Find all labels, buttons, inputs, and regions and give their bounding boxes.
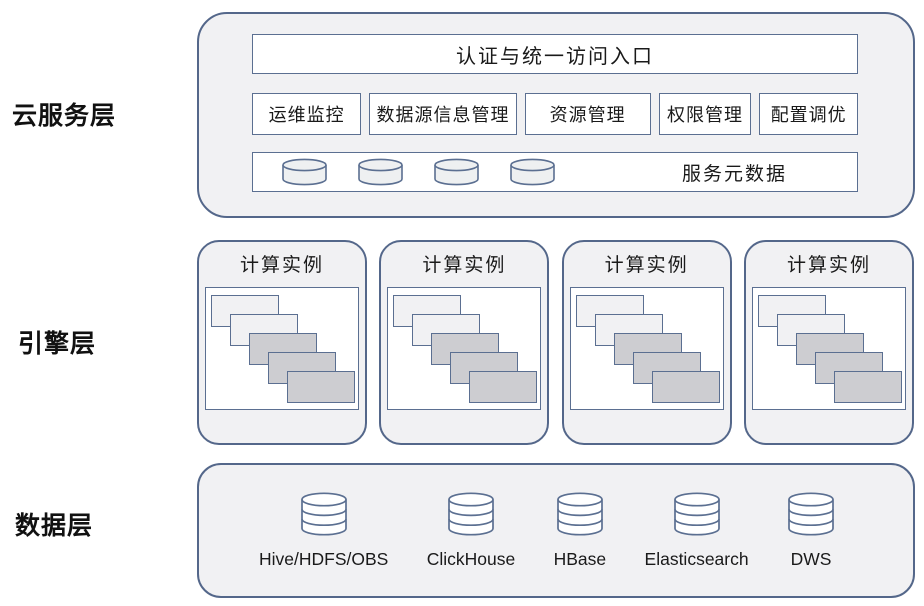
- database-icon: [788, 492, 834, 536]
- data-layer-label: 数据层: [15, 512, 94, 540]
- compute-instance-title: 计算实例: [604, 255, 689, 276]
- database-icon: [557, 492, 603, 536]
- data-store: Elasticsearch: [645, 491, 749, 596]
- cloud-modules-row: 运维监控 数据源信息管理 资源管理 权限管理 配置调优: [252, 93, 858, 135]
- database-icon: [434, 158, 479, 185]
- stacked-cards-icon: [205, 287, 359, 410]
- database-icon: [510, 158, 555, 185]
- compute-instance-box: 计算实例: [743, 240, 914, 445]
- engine-layer-row: 计算实例 计算实例 计算实例 计算实例: [197, 240, 914, 445]
- service-metadata-box: 服务元数据: [252, 152, 858, 192]
- data-store: ClickHouse: [426, 491, 516, 596]
- module-datasource-info-mgmt: 数据源信息管理: [369, 93, 517, 135]
- service-metadata-label: 服务元数据: [681, 163, 787, 185]
- data-store-label: DWS: [790, 549, 832, 569]
- module-resource-mgmt: 资源管理: [524, 93, 651, 135]
- compute-instance-title: 计算实例: [422, 255, 507, 276]
- compute-instance-title: 计算实例: [239, 255, 324, 276]
- database-icon: [300, 492, 347, 536]
- database-icon: [448, 492, 494, 536]
- data-store: Hive/HDFS/OBS: [259, 491, 388, 596]
- database-icon: [282, 158, 327, 185]
- stacked-cards-icon: [569, 287, 724, 410]
- data-store-label: ClickHouse: [426, 549, 516, 569]
- engine-layer-label: 引擎层: [18, 330, 97, 358]
- cloud-service-layer-panel: 认证与统一访问入口 运维监控 数据源信息管理 资源管理 权限管理 配置调优: [197, 12, 915, 218]
- module-config-tuning: 配置调优: [759, 93, 858, 135]
- compute-instance-title: 计算实例: [786, 255, 871, 276]
- stacked-cards-icon: [751, 287, 906, 410]
- data-store-label: Elasticsearch: [644, 549, 749, 569]
- database-icon: [358, 158, 403, 185]
- compute-instance-box: 计算实例: [197, 240, 367, 445]
- stacked-cards-icon: [387, 287, 542, 410]
- database-icon: [673, 492, 720, 536]
- data-store-label: HBase: [553, 549, 607, 569]
- unified-access-entry-box: 认证与统一访问入口: [252, 34, 858, 74]
- data-store: HBase: [553, 491, 607, 596]
- module-permission-mgmt: 权限管理: [658, 93, 752, 135]
- data-layer-panel: Hive/HDFS/OBS ClickHouse: [197, 463, 915, 598]
- compute-instance-box: 计算实例: [561, 240, 732, 445]
- data-store-label: Hive/HDFS/OBS: [259, 549, 389, 569]
- module-ops-monitoring: 运维监控: [252, 93, 362, 135]
- cloud-layer-label: 云服务层: [12, 102, 117, 130]
- data-store: DWS: [787, 491, 835, 596]
- compute-instance-box: 计算实例: [379, 240, 550, 445]
